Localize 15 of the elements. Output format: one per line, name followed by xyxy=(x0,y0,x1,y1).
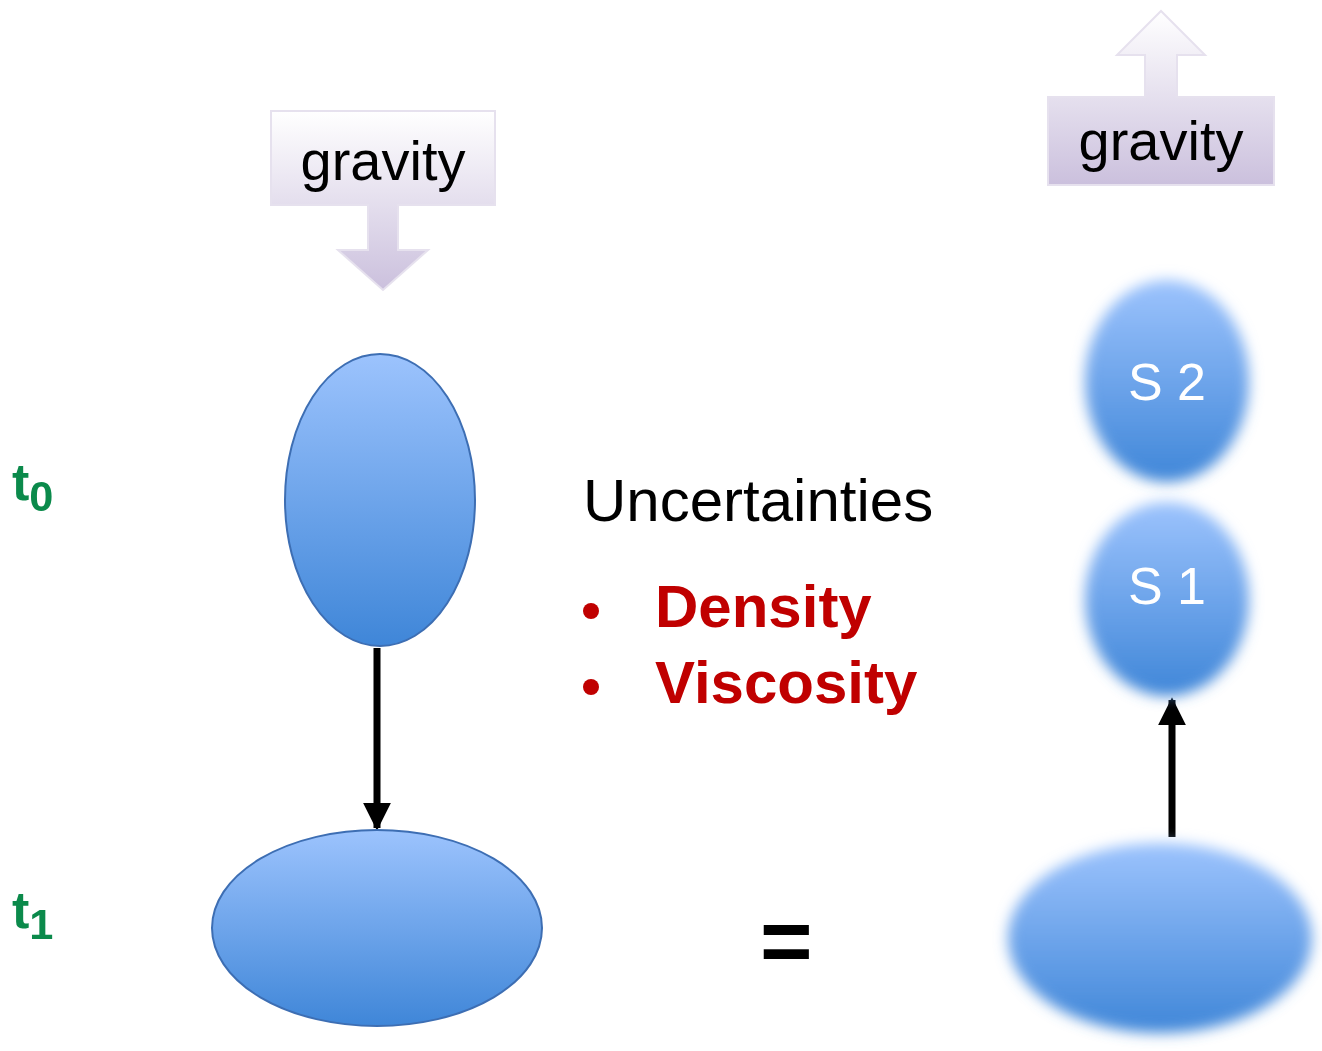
node-text: S 2 xyxy=(1126,354,1208,412)
bullet-item: Viscosity xyxy=(583,648,918,717)
time-label: t$_{0}$ xyxy=(12,452,54,522)
callout-text: gravity xyxy=(299,130,467,192)
node-text: S 1 xyxy=(1126,558,1208,616)
time-label: t$_{1}$ xyxy=(12,880,54,950)
arrow-callout-box xyxy=(1047,10,1275,186)
heading-text: Uncertainties xyxy=(583,466,934,535)
equals-sign: = xyxy=(760,890,813,993)
arrow-callout-box xyxy=(270,110,496,292)
ellipse-shape xyxy=(210,828,544,1028)
arrow xyxy=(363,648,391,831)
callout-text: gravity xyxy=(1077,110,1245,172)
bullet-item: Density xyxy=(583,572,872,641)
ellipse-shape xyxy=(283,352,477,648)
